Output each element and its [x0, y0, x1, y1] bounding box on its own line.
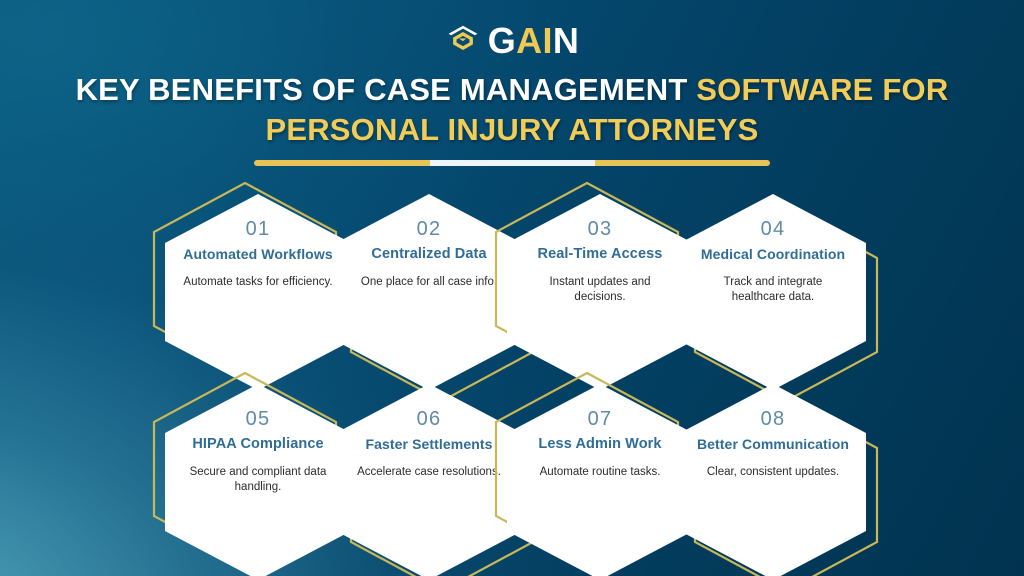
hex-number: 07	[587, 408, 613, 430]
hex-title: Automated Workflows	[183, 246, 333, 262]
page-title: KEY BENEFITS OF CASE MANAGEMENT SOFTWARE…	[0, 70, 1024, 150]
hex-description: Automate routine tasks.	[539, 466, 661, 478]
title-line-2: PERSONAL INJURY ATTORNEYS	[265, 112, 759, 147]
title-line-1-white: KEY BENEFITS OF CASE MANAGEMENT	[75, 72, 697, 107]
hex-description: Secure and compliant data handling.	[189, 466, 327, 493]
hex-number: 04	[760, 218, 786, 240]
hex-title: Centralized Data	[371, 246, 487, 262]
hex-number: 03	[587, 218, 613, 240]
title-divider	[254, 160, 770, 166]
hex-description: One place for all case info.	[360, 276, 498, 288]
hex-title: Medical Coordination	[700, 246, 846, 262]
hex-number: 05	[245, 408, 271, 430]
hex-title: Faster Settlements	[365, 436, 493, 452]
hex-description: Clear, consistent updates.	[706, 466, 840, 478]
hex-title: Real-Time Access	[537, 246, 663, 262]
logo-letter-g: G	[487, 20, 517, 61]
hex-description: Instant updates and decisions.	[549, 276, 651, 303]
hex-title: Better Communication	[696, 436, 850, 452]
divider-segment-left-gold	[254, 160, 430, 166]
divider-segment-right-gold	[594, 160, 770, 166]
hex-number: 06	[416, 408, 442, 430]
hex-title: Less Admin Work	[538, 436, 662, 452]
logo-letter-n: N	[552, 20, 580, 61]
hex-title: HIPAA Compliance	[192, 436, 324, 452]
gain-hexagon-logo-icon	[445, 23, 481, 59]
title-line-1-gold: SOFTWARE FOR	[696, 72, 949, 107]
logo-letters-ai: AI	[516, 20, 553, 61]
hex-description: Track and integrate healthcare data.	[723, 276, 823, 303]
hex-description: Accelerate case resolutions.	[357, 466, 501, 478]
hex-number: 08	[760, 408, 786, 430]
hex-number: 01	[245, 218, 271, 240]
hex-description: Automate tasks for efficiency.	[183, 276, 333, 288]
hex-number: 02	[416, 218, 442, 240]
title-line-1: KEY BENEFITS OF CASE MANAGEMENT SOFTWARE…	[40, 70, 984, 110]
divider-segment-center-white	[429, 160, 595, 166]
